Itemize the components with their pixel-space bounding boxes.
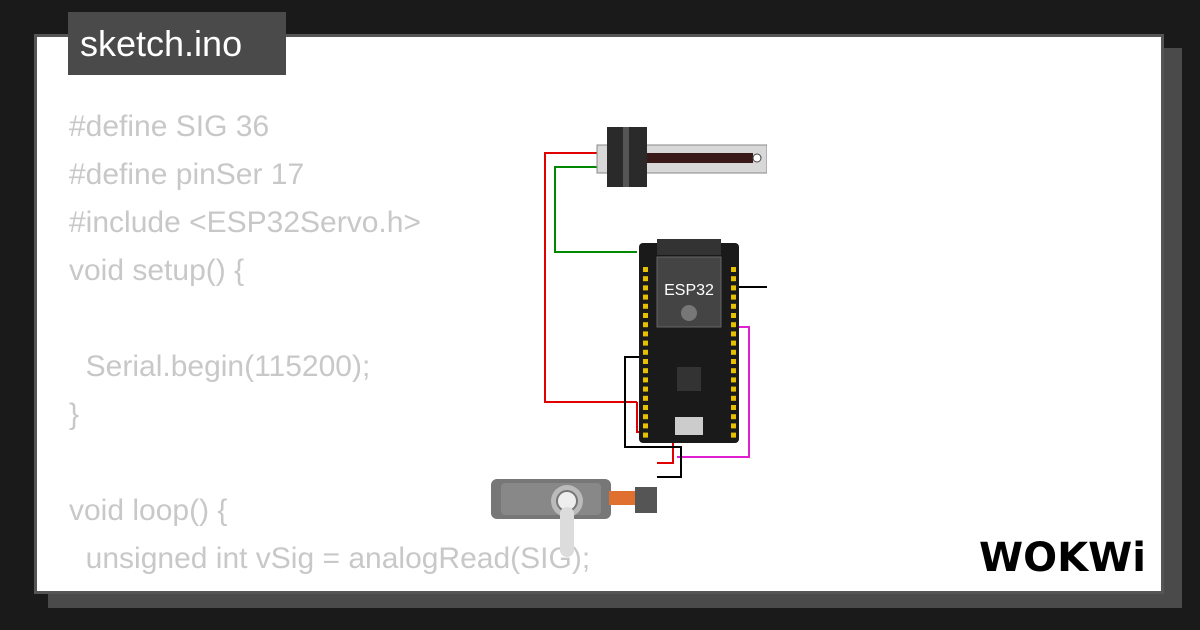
header-pin [731,405,736,410]
header-pin [731,432,736,438]
header-pin [643,432,648,438]
header-pin [643,331,648,337]
wokwi-logo-text: WOKWi [979,535,1146,581]
header-pin [643,377,648,383]
header-pin [731,294,736,300]
board-label: ESP32 [664,282,714,299]
wire-black-pot [737,152,767,288]
header-pin [643,276,648,282]
header-pin [731,285,736,291]
header-pin [643,313,648,318]
header-pin [731,331,736,337]
file-tab[interactable]: sketch.ino [68,12,286,75]
header-pin [643,359,648,364]
wokwi-logo: WOKWi [979,535,1146,581]
code-line: void loop() { [69,494,228,527]
header-pin [731,322,736,328]
wire-magenta-servo [677,326,750,458]
header-pin [731,313,736,318]
header-pin [731,276,736,282]
code-line: #define pinSer 17 [69,158,305,191]
header-pin [731,349,736,355]
code-line: char buff[150]; [69,583,709,591]
header-pin [643,303,648,309]
header-pin [731,395,736,401]
header-pin [643,294,648,300]
code-line: unsigned int vSig = analogRead(SIG); [69,542,591,575]
header-pin [643,340,648,346]
code-line: Serial.begin(115200); [69,350,371,383]
header-pin [643,267,648,272]
header-pin [643,386,648,392]
servo-motor [491,479,657,557]
header-pin [731,303,736,309]
project-card: #define SIG 36 #define pinSer 17 #include … [34,34,1164,594]
circuit-diagram: ESP32 [491,127,767,557]
header-pin [731,377,736,383]
header-pin [643,368,648,374]
header-pin [643,395,648,401]
header-pin [731,359,736,364]
code-preview: #define SIG 36 #define pinSer 17 #include … [69,103,709,591]
code-line: #define SIG 36 [69,110,270,143]
header-pin [643,414,648,420]
wire-black-servo [624,356,682,478]
code-line: #include <ESP32Servo.h> [69,206,421,239]
esp32-board: ESP32 [639,239,739,443]
header-pin [731,423,736,429]
header-pin [643,405,648,410]
header-pin [731,340,736,346]
wire-green-pot [554,166,637,253]
header-pin [643,349,648,355]
header-pin [731,386,736,392]
header-pin [731,368,736,374]
header-pin [643,423,648,429]
header-pin [731,267,736,272]
wire-red-pot [544,152,637,403]
header-pin [643,322,648,328]
code-line: } [69,398,80,431]
slide-potentiometer [596,127,767,187]
header-pin [643,285,648,291]
header-pin [731,414,736,420]
code-line: void setup() { [69,254,245,287]
